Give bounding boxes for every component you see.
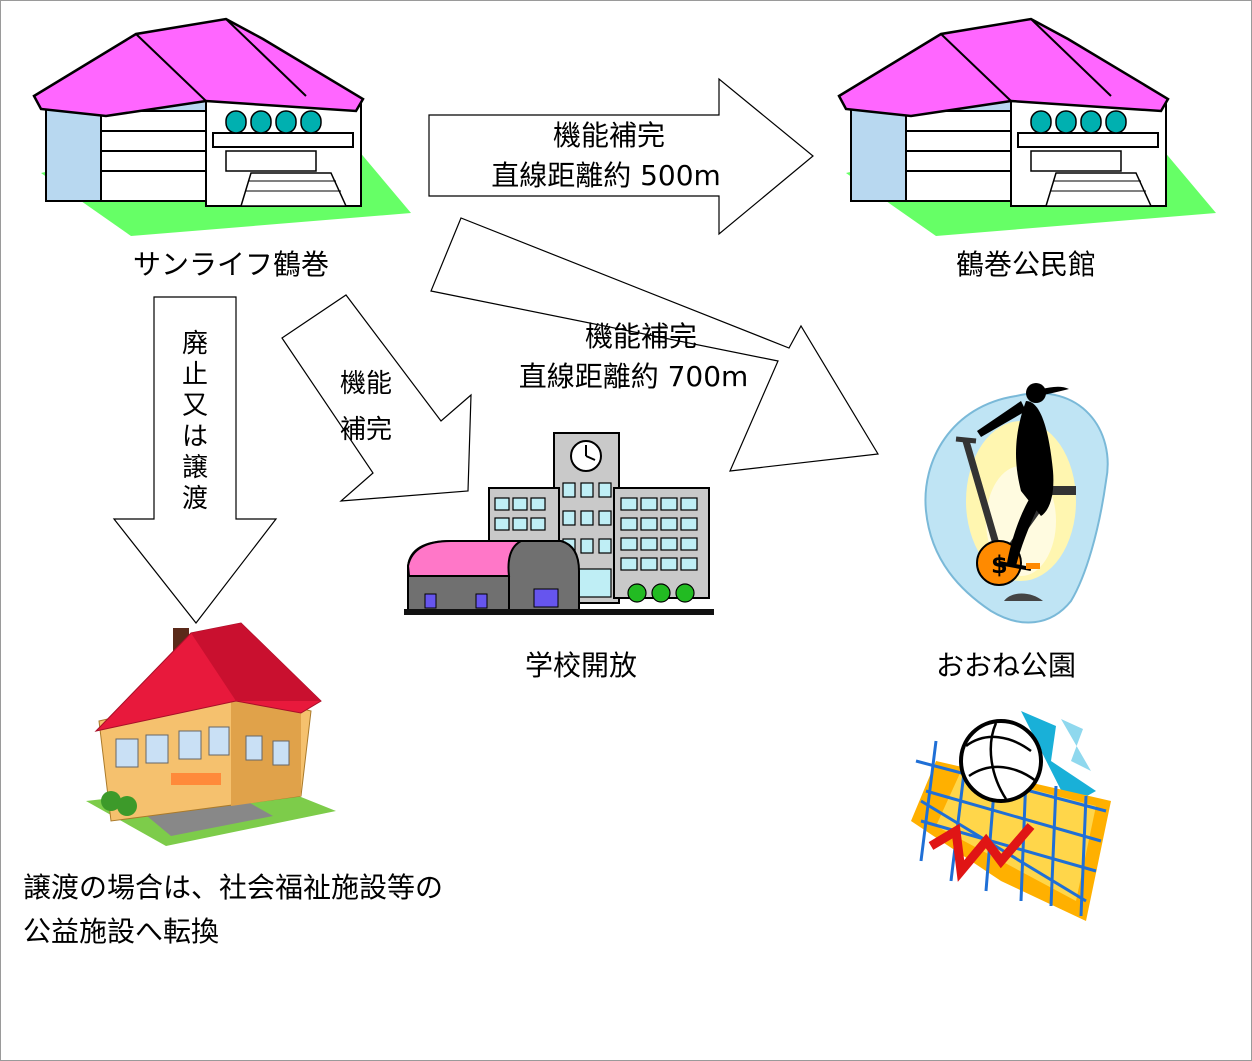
arrow-label-park-line1: 機能補完 (584, 320, 697, 353)
arrow-to-welfare (112, 296, 278, 624)
node-label-sunlife-tsurumaki: サンライフ鶴巻 (132, 248, 329, 281)
kominkan-image (837, 17, 1216, 236)
welfare-house-image (86, 622, 336, 846)
node-label-tsurumaki-kominkan: 鶴巻公民館 (955, 248, 1096, 281)
arrow-to-park (430, 217, 879, 472)
vertical-char: 又 (181, 391, 208, 421)
vertical-char: 止 (181, 360, 208, 390)
arrow-label-kominkan-line1: 機能補完 (552, 119, 665, 152)
park-exercise-image: $ (924, 383, 1109, 624)
community-center-source-image (32, 17, 411, 236)
volleyball-image (911, 711, 1111, 921)
node-label-school-opening: 学校開放 (524, 649, 637, 682)
arrow-label-kominkan-line2: 直線距離約 500m (491, 159, 721, 192)
vertical-char: は (181, 422, 208, 452)
arrow-label-park-line2: 直線距離約 700m (518, 360, 749, 393)
node-label-oone-park: おおね公園 (935, 649, 1076, 682)
node-label-welfare-line2: 公益施設へ転換 (23, 915, 220, 948)
arrow-label-school-line1: 機能 (339, 369, 392, 399)
vertical-char: 渡 (181, 484, 208, 514)
vertical-char: 譲 (181, 453, 208, 483)
arrow-to-school (281, 294, 472, 502)
vertical-char: 廃 (181, 329, 208, 359)
school-image (404, 432, 714, 615)
arrow-label-abolish-or-transfer: 廃 止 又 は 譲 渡 (175, 329, 215, 515)
arrow-label-school-line2: 補完 (339, 415, 392, 445)
node-label-welfare-line1: 譲渡の場合は、社会福祉施設等の (23, 871, 444, 904)
arrow-to-kominkan (428, 77, 814, 236)
